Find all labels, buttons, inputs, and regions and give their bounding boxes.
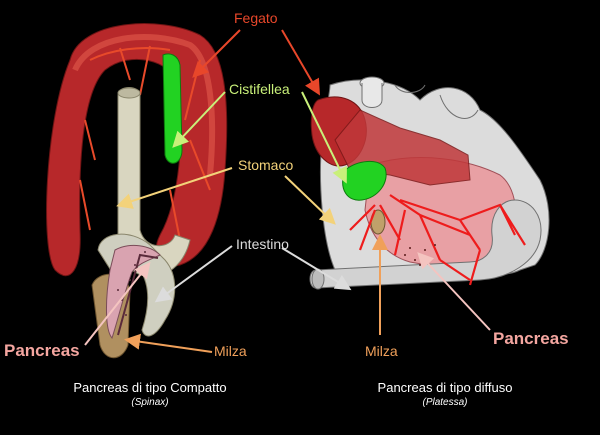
label-stomaco: Stomaco	[238, 157, 294, 173]
left-organs	[46, 23, 228, 359]
leader-lines	[84, 29, 491, 353]
left-gallbladder	[162, 53, 183, 164]
label-pancreas-right: Pancreas	[493, 329, 569, 348]
caption-right-species: (Platessa)	[422, 397, 468, 408]
label-milza-left: Milza	[214, 343, 247, 359]
caption-left-title: Pancreas di tipo Compatto	[73, 380, 227, 395]
right-organs	[309, 76, 550, 290]
label-intestino: Intestino	[236, 236, 289, 252]
label-cistifellea: Cistifellea	[229, 81, 290, 97]
label-pancreas-left: Pancreas	[4, 341, 80, 360]
label-fegato: Fegato	[234, 10, 278, 26]
caption-right-title: Pancreas di tipo diffuso	[377, 380, 513, 395]
label-milza-right: Milza	[365, 343, 398, 359]
right-gallbladder	[342, 161, 387, 201]
caption-left-species: (Spinax)	[131, 397, 169, 408]
